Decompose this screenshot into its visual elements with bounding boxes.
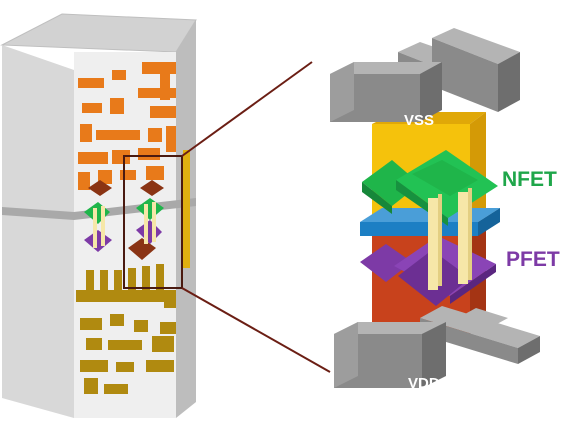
gate-contacts xyxy=(428,188,472,290)
upper-block-side xyxy=(470,112,486,222)
top-metal-wires xyxy=(78,62,176,190)
vdd-rail xyxy=(334,322,446,388)
mini-transistor-1 xyxy=(84,180,112,252)
vss-rail xyxy=(330,62,442,122)
mini-transistor-2 xyxy=(128,180,164,260)
zoom-connector-top xyxy=(181,61,313,157)
vdd-label: VDD xyxy=(408,375,440,392)
chip-top-face xyxy=(0,13,197,53)
chip-left-face xyxy=(2,45,74,418)
pfet-label: PFET xyxy=(506,248,560,271)
chip-seam xyxy=(2,198,196,220)
zoom-connector-bottom xyxy=(181,287,331,373)
cfet-enlarged: VSS VDD xyxy=(330,28,540,392)
bottom-metal-wires xyxy=(76,264,176,394)
pfet-device xyxy=(360,236,496,306)
nfet-label: NFET xyxy=(502,168,557,191)
zoom-box xyxy=(123,155,183,289)
chip-side-strip xyxy=(183,150,190,268)
vss-label: VSS xyxy=(404,112,434,129)
chip-block xyxy=(0,13,197,418)
